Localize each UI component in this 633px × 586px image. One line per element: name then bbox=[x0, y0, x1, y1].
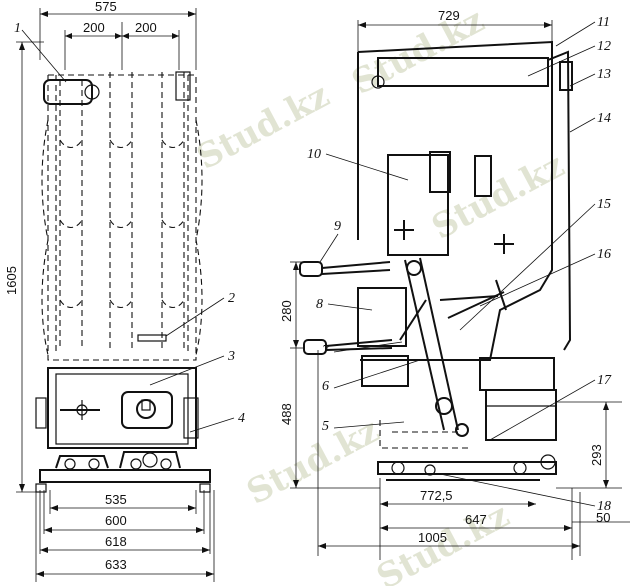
dim-647: 647 bbox=[465, 512, 487, 527]
callout-3: 3 bbox=[227, 349, 235, 364]
dim-633: 633 bbox=[105, 557, 127, 572]
dim-772-5: 772,5 bbox=[420, 488, 453, 503]
dim-1605: 1605 bbox=[4, 266, 19, 295]
callout-15: 15 bbox=[597, 197, 611, 212]
dim-200-left: 200 bbox=[83, 20, 105, 35]
dim-600: 600 bbox=[105, 513, 127, 528]
callout-16: 16 bbox=[597, 247, 611, 262]
callout-14: 14 bbox=[597, 111, 611, 126]
callout-12: 12 bbox=[597, 39, 611, 54]
callout-17: 17 bbox=[597, 373, 612, 388]
callout-13: 13 bbox=[597, 67, 611, 82]
dim-488: 488 bbox=[279, 403, 294, 425]
callout-8: 8 bbox=[316, 297, 323, 312]
callout-1: 1 bbox=[14, 21, 21, 36]
dim-1005: 1005 bbox=[418, 530, 447, 545]
callout-2: 2 bbox=[228, 291, 235, 306]
watermark-text: Stud.kz bbox=[190, 75, 335, 178]
dim-729: 729 bbox=[438, 8, 460, 23]
callout-5: 5 bbox=[322, 419, 329, 434]
front-view: 575 200 200 1605 bbox=[4, 0, 245, 582]
side-view: 729 bbox=[279, 8, 630, 560]
callout-11: 11 bbox=[597, 15, 610, 30]
dim-293: 293 bbox=[589, 444, 604, 466]
callout-10: 10 bbox=[307, 147, 321, 162]
dim-50: 50 bbox=[596, 510, 610, 525]
dim-618: 618 bbox=[105, 534, 127, 549]
dim-535: 535 bbox=[105, 492, 127, 507]
callout-4: 4 bbox=[238, 411, 245, 426]
dim-200-right: 200 bbox=[135, 20, 157, 35]
callout-7: 7 bbox=[322, 343, 330, 358]
dim-575: 575 bbox=[95, 0, 117, 14]
callout-9: 9 bbox=[334, 219, 341, 234]
dim-280: 280 bbox=[279, 300, 294, 322]
watermark-group: Stud.kz Stud.kz Stud.kz Stud.kz Stud.kz bbox=[190, 0, 570, 586]
callout-18: 18 bbox=[597, 499, 611, 514]
callout-6: 6 bbox=[322, 379, 329, 394]
